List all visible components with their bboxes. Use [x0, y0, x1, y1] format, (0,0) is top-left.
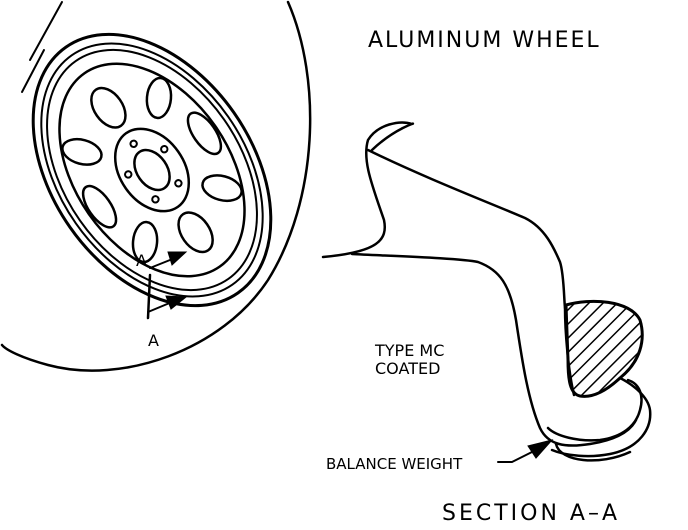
section-marker-upper: A: [136, 251, 147, 270]
rim-inner-ring: [58, 62, 246, 278]
rim-flange-outer: [366, 148, 567, 310]
lug-hole: [129, 139, 138, 148]
rim-profile-inner: [350, 252, 638, 447]
section-arrow-lower: [165, 295, 188, 310]
tire-sidewall-mark: [29, 1, 63, 61]
spoke-window: [145, 76, 173, 120]
lug-hole: [174, 179, 183, 188]
tire-outline: [0, 0, 312, 372]
leader-arrowhead: [527, 439, 554, 459]
lug-hole: [124, 170, 133, 179]
tire-sidewall-mark: [21, 49, 45, 93]
spoke-window: [90, 86, 127, 129]
tire-cross-section: [321, 121, 415, 259]
type-mc-label-line2: COATED: [375, 359, 440, 378]
wheel-drawing: A A: [0, 0, 312, 372]
spoke-window: [61, 137, 103, 166]
spoke-window: [186, 111, 223, 156]
spoke-window: [131, 220, 159, 264]
spoke-window: [177, 211, 214, 254]
type-mc-label-line1: TYPE MC: [374, 341, 444, 360]
rim-ring: [46, 48, 258, 292]
balance-weight-body: [554, 442, 632, 462]
hub-outer: [113, 127, 191, 213]
section-marker-lower: A: [148, 331, 159, 350]
balance-weight-clip: [550, 376, 652, 458]
lug-hole: [151, 195, 160, 204]
section-title: SECTION A–A: [442, 501, 620, 526]
balance-weight-label: BALANCE WEIGHT: [326, 455, 463, 473]
balance-weight-leader: [497, 439, 554, 463]
rim-ring: [40, 42, 264, 298]
spoke-window: [201, 174, 243, 203]
lug-hole: [160, 144, 169, 154]
spoke-window: [81, 184, 118, 229]
section-arrow-upper: [167, 251, 188, 266]
section-view: [321, 121, 652, 462]
spoke-windows: [61, 76, 243, 264]
hub-bore: [133, 148, 171, 192]
section-cut-indicator: [146, 251, 188, 320]
rim-outer-ring: [31, 32, 273, 308]
diagram-title: ALUMINUM WHEEL: [368, 28, 601, 53]
